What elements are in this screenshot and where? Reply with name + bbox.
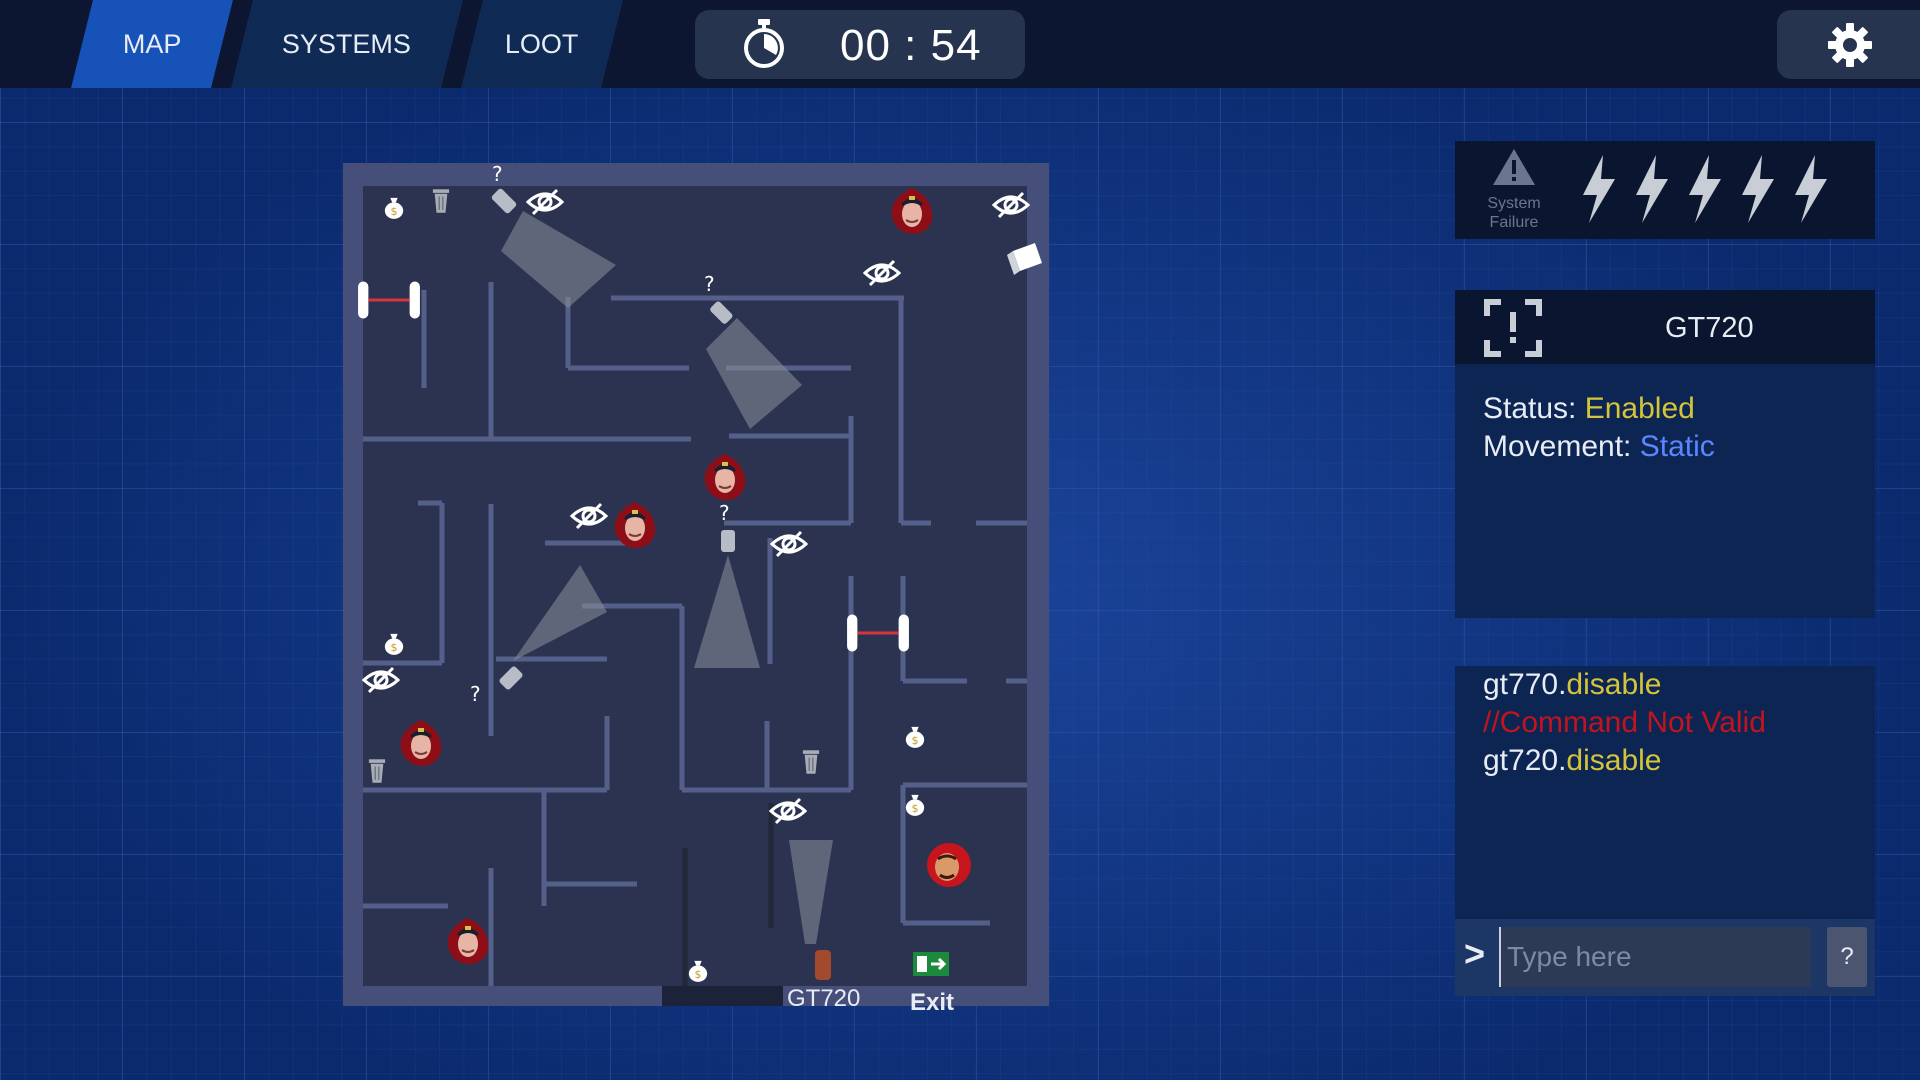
device-details: Status: Enabled Movement: Static [1483, 390, 1715, 466]
console-line: gt720.disable [1483, 742, 1766, 780]
system-failure-label: System Failure [1487, 195, 1541, 231]
map-floor [363, 186, 1027, 986]
question-marker: ? [719, 501, 730, 525]
question-marker: ? [470, 682, 481, 706]
movement-row: Movement: Static [1483, 428, 1715, 466]
device-name: GT720 [1665, 312, 1754, 344]
console-separator: . [1558, 668, 1567, 701]
console-log: gt770.disable //Command Not Valid gt720.… [1483, 666, 1766, 780]
warning-triangle-icon [1493, 149, 1535, 185]
stopwatch-icon [744, 19, 784, 68]
box-icon [1007, 243, 1042, 275]
command-input[interactable] [1499, 927, 1811, 987]
top-bar: MAP SYSTEMS LOOT 00 : 54 [0, 0, 1920, 88]
lightning-bolt-icon [1583, 155, 1615, 223]
tab-loot-label: LOOT [505, 28, 579, 59]
camera-vision-cones [501, 211, 833, 944]
lightning-bolt-icon [1689, 155, 1721, 223]
player-icon [927, 843, 971, 887]
settings-button[interactable] [1777, 10, 1920, 79]
device-label-gt720: GT720 [787, 985, 861, 1012]
gear-icon [1828, 23, 1872, 67]
gt720-camera [815, 950, 831, 980]
system-failure-indicator[interactable]: System Failure [1477, 147, 1551, 232]
status-label: Status: [1483, 392, 1577, 425]
power-panel: System Failure [1455, 141, 1875, 239]
map-inner-walls [363, 282, 1027, 986]
help-button-label: ? [1840, 943, 1854, 970]
prompt-symbol: > [1464, 933, 1486, 974]
focus-alert-icon [1484, 299, 1542, 357]
device-header: GT720 [1455, 290, 1875, 364]
console-error-line: //Command Not Valid [1483, 706, 1766, 739]
exit-label: Exit [910, 989, 955, 1016]
timer-value: 00 : 54 [840, 21, 982, 70]
lightning-bolt-icon [1795, 155, 1827, 223]
status-value: Enabled [1584, 392, 1695, 425]
console-panel: gt770.disable //Command Not Valid gt720.… [1455, 666, 1875, 996]
tab-map-label: MAP [122, 28, 182, 59]
movement-value: Static [1639, 430, 1715, 463]
map-canvas[interactable]: $ [343, 163, 1049, 1006]
power-bolts [1575, 153, 1834, 225]
countdown-timer: 00 : 54 [695, 10, 1025, 79]
console-object: gt720 [1483, 744, 1559, 777]
tab-loot[interactable]: LOOT [461, 0, 623, 88]
security-cameras [491, 188, 735, 690]
console-object: gt770 [1483, 668, 1559, 701]
map-exit-corridor [662, 986, 783, 1006]
tab-map[interactable]: MAP [71, 0, 233, 88]
help-button[interactable]: ? [1827, 927, 1867, 987]
exit-sign-icon [913, 952, 949, 976]
question-marker: ? [492, 163, 503, 186]
console-command: disable [1566, 744, 1662, 777]
tab-systems[interactable]: SYSTEMS [231, 0, 463, 88]
console-line: gt770.disable [1483, 666, 1766, 704]
level-map[interactable]: $ [343, 163, 1049, 1016]
console-separator: . [1558, 744, 1567, 777]
unknown-markers: ? ? ? ? [470, 163, 730, 706]
device-info-panel: GT720 Status: Enabled Movement: Static [1455, 290, 1875, 618]
question-marker: ? [704, 272, 715, 296]
command-bar: > ? [1455, 919, 1875, 996]
lightning-bolt-icon [1742, 155, 1774, 223]
movement-label: Movement: [1483, 430, 1632, 463]
status-row: Status: Enabled [1483, 390, 1715, 428]
console-command: disable [1566, 668, 1662, 701]
tab-systems-label: SYSTEMS [282, 28, 412, 59]
lightning-bolt-icon [1636, 155, 1668, 223]
map-dark-walls [682, 803, 774, 986]
